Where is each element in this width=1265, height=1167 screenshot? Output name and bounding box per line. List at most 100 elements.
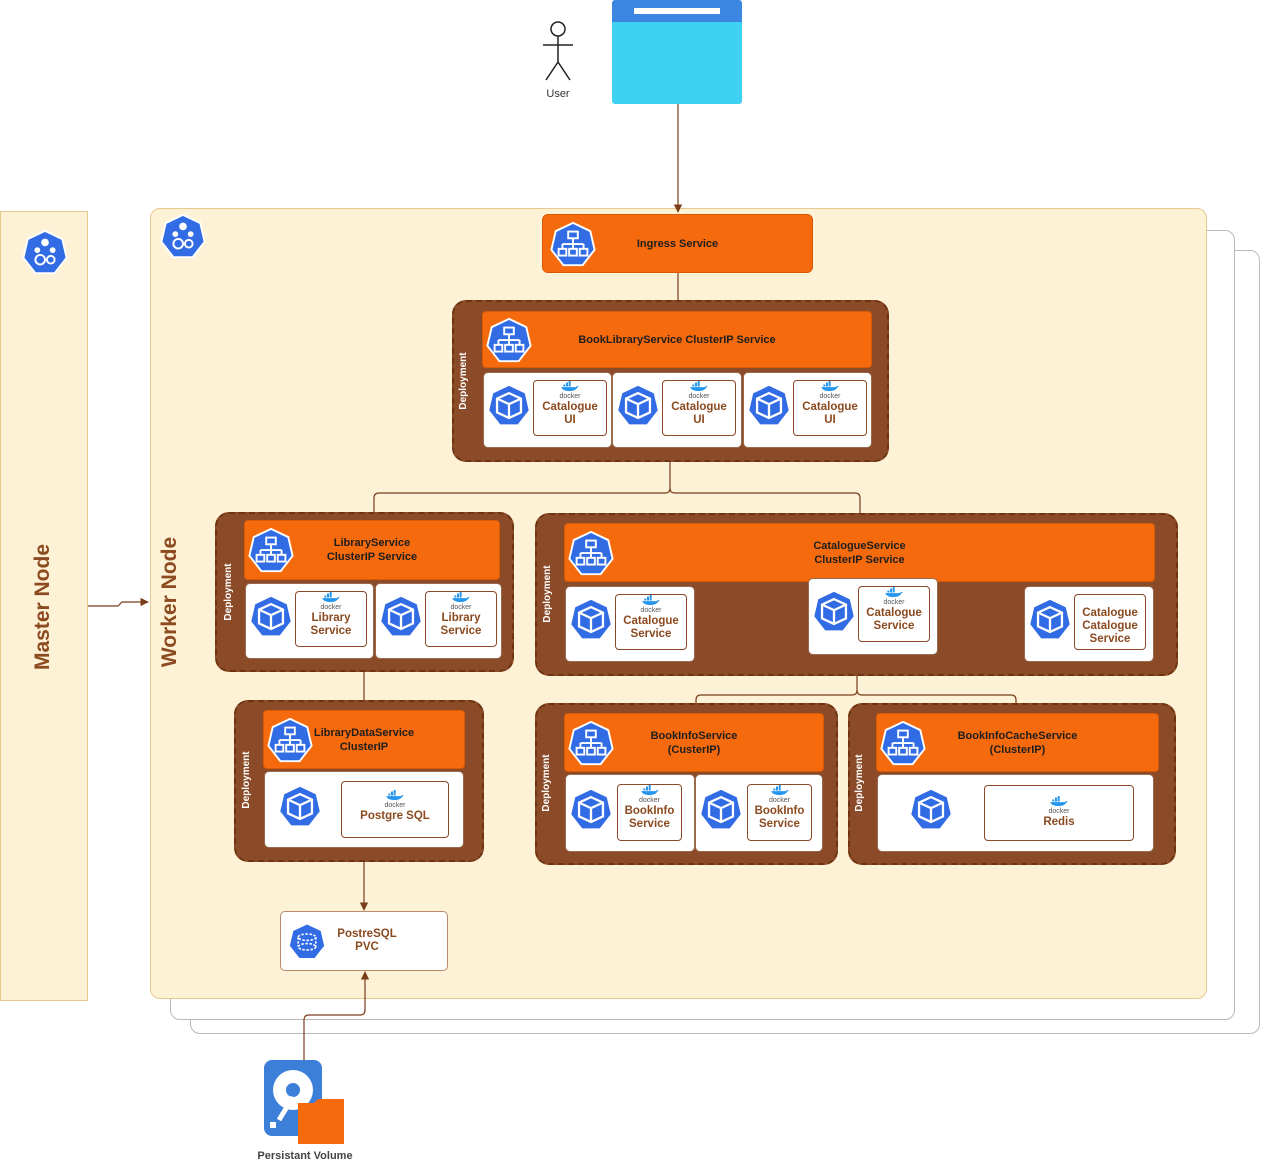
docker-text: docker [320, 604, 342, 611]
persistent-volume[interactable]: Persistant Volume [245, 1058, 365, 1166]
container-name: BookInfo Service [624, 805, 675, 830]
docker-whale-icon [385, 790, 405, 801]
pod-redis[interactable]: docker Redis [877, 774, 1154, 852]
volume-to-pvc-line [303, 971, 370, 1062]
docker-text: docker [559, 393, 581, 400]
k8s-pod-icon [277, 784, 323, 830]
catalogue-clusterip-service[interactable]: CatalogueService ClusterIP Service [564, 523, 1155, 582]
pod-catalogue-ui-3[interactable]: docker Catalogue UI [743, 372, 872, 448]
library-service-label: LibraryService ClusterIP Service [326, 537, 418, 563]
container-library-service: docker Library Service [295, 591, 367, 647]
docker-text: docker [640, 607, 662, 614]
deployment-label: Deployment [223, 563, 234, 621]
pod-catalogue-ui-1[interactable]: docker Catalogue UI [483, 372, 612, 448]
catalogue-service-label: CatalogueService ClusterIP Service [813, 539, 906, 566]
docker-text: docker [1048, 808, 1070, 815]
container-name: Catalogue UI [542, 401, 598, 426]
deployment-label: Deployment [241, 751, 252, 809]
ingress-service[interactable]: Ingress Service [542, 214, 813, 273]
k8s-service-icon [567, 720, 615, 768]
container-name: Catalogue UI [802, 401, 858, 426]
booklibrary-clusterip-service[interactable]: BookLibraryService ClusterIP Service [482, 311, 872, 368]
browser-address-bar [634, 8, 720, 14]
docker-whale-icon [451, 592, 471, 603]
k8s-pod-icon [1027, 597, 1073, 643]
catalogue-split-line [695, 676, 1017, 705]
docker-text: docker [883, 599, 905, 606]
container-name: Postgre SQL [360, 810, 430, 822]
k8s-pod-icon [908, 787, 954, 833]
pod-bookinfo-service-2[interactable]: docker BookInfo Service [695, 774, 823, 852]
bookinfo-clusterip-service[interactable]: BookInfoService (CusterIP) [564, 713, 824, 772]
docker-text: docker [638, 797, 660, 804]
user-icon [543, 21, 573, 81]
docker-text: docker [450, 604, 472, 611]
k8s-pod-icon [568, 787, 614, 833]
library-clusterip-service[interactable]: LibraryService ClusterIP Service [244, 520, 500, 580]
pod-catalogue-service-3[interactable]: Catalogue Catalogue Service [1024, 586, 1154, 662]
container-postgresql: docker Postgre SQL [341, 781, 449, 838]
pod-bookinfo-service-1[interactable]: docker BookInfo Service [565, 774, 695, 852]
docker-whale-icon [689, 381, 709, 392]
k8s-pod-icon [615, 383, 661, 429]
container-name: Catalogue Service [866, 607, 922, 632]
booklibrary-service-label: BookLibraryService ClusterIP Service [578, 333, 776, 346]
k8s-pod-icon [568, 597, 614, 643]
user-label: User [546, 88, 570, 100]
container-catalogue-ui: docker Catalogue UI [533, 380, 607, 436]
container-catalogue-ui: docker Catalogue UI [662, 380, 736, 436]
k8s-pod-icon [698, 787, 744, 833]
persistent-volume-icon [264, 1060, 344, 1144]
postgresql-pvc[interactable]: PostreSQL PVC [280, 911, 448, 971]
container-name: Catalogue Catalogue Service [1082, 607, 1138, 645]
container-redis: docker Redis [984, 785, 1134, 841]
k8s-pvc-icon [287, 922, 327, 962]
deployment-label: Deployment [854, 754, 865, 812]
ingress-service-label: Ingress Service [636, 237, 719, 250]
bookinfo-service-label: BookInfoService (CusterIP) [650, 729, 738, 756]
librarydata-service-label: LibraryDataService ClusterIP [313, 726, 415, 753]
k8s-pod-icon [486, 383, 532, 429]
k8s-pod-icon [746, 383, 792, 429]
docker-whale-icon [560, 381, 580, 392]
container-catalogue-service: Catalogue Catalogue Service [1074, 594, 1146, 650]
container-bookinfo-service: docker BookInfo Service [617, 784, 682, 841]
pod-catalogue-service-2[interactable]: docker Catalogue Service [808, 578, 938, 655]
deployment-label: Deployment [541, 754, 552, 812]
pvc-label: PostreSQL PVC [337, 928, 397, 953]
k8s-service-icon [266, 717, 314, 765]
pod-postgresql[interactable]: docker Postgre SQL [264, 771, 464, 848]
persistent-volume-label: Persistant Volume [257, 1150, 353, 1162]
deployment-label: Deployment [458, 352, 469, 410]
pod-library-service-1[interactable]: docker Library Service [245, 583, 374, 659]
container-name: BookInfo Service [754, 805, 805, 830]
docker-text: docker [768, 797, 790, 804]
docker-whale-icon [1049, 796, 1069, 807]
k8s-service-icon [879, 720, 927, 768]
docker-whale-icon [640, 785, 660, 796]
docker-text: docker [688, 393, 710, 400]
pod-library-service-2[interactable]: docker Library Service [375, 583, 502, 659]
pod-catalogue-service-1[interactable]: docker Catalogue Service [565, 586, 695, 662]
docker-whale-icon [770, 785, 790, 796]
container-name: Redis [1043, 816, 1075, 828]
docker-whale-icon [820, 381, 840, 392]
librarydata-clusterip-service[interactable]: LibraryDataService ClusterIP [263, 710, 465, 769]
container-bookinfo-service: docker BookInfo Service [747, 784, 812, 841]
booklibrary-split-line [373, 462, 861, 515]
browser-window-icon[interactable] [612, 0, 742, 104]
container-library-service: docker Library Service [425, 591, 497, 647]
k8s-pod-icon [248, 594, 294, 640]
container-catalogue-service: docker Catalogue Service [858, 586, 930, 642]
docker-whale-icon [884, 587, 904, 598]
bookinfo-cache-service-label: BookInfoCacheService (ClusterIP) [957, 729, 1078, 756]
container-name: Library Service [440, 612, 482, 637]
pod-catalogue-ui-2[interactable]: docker Catalogue UI [612, 372, 742, 448]
docker-text: docker [384, 802, 406, 809]
container-catalogue-ui: docker Catalogue UI [793, 380, 867, 436]
k8s-service-icon [567, 530, 615, 578]
k8s-service-icon [549, 221, 597, 269]
bookinfo-cache-clusterip-service[interactable]: BookInfoCacheService (ClusterIP) [876, 713, 1159, 772]
master-node [0, 211, 88, 1001]
